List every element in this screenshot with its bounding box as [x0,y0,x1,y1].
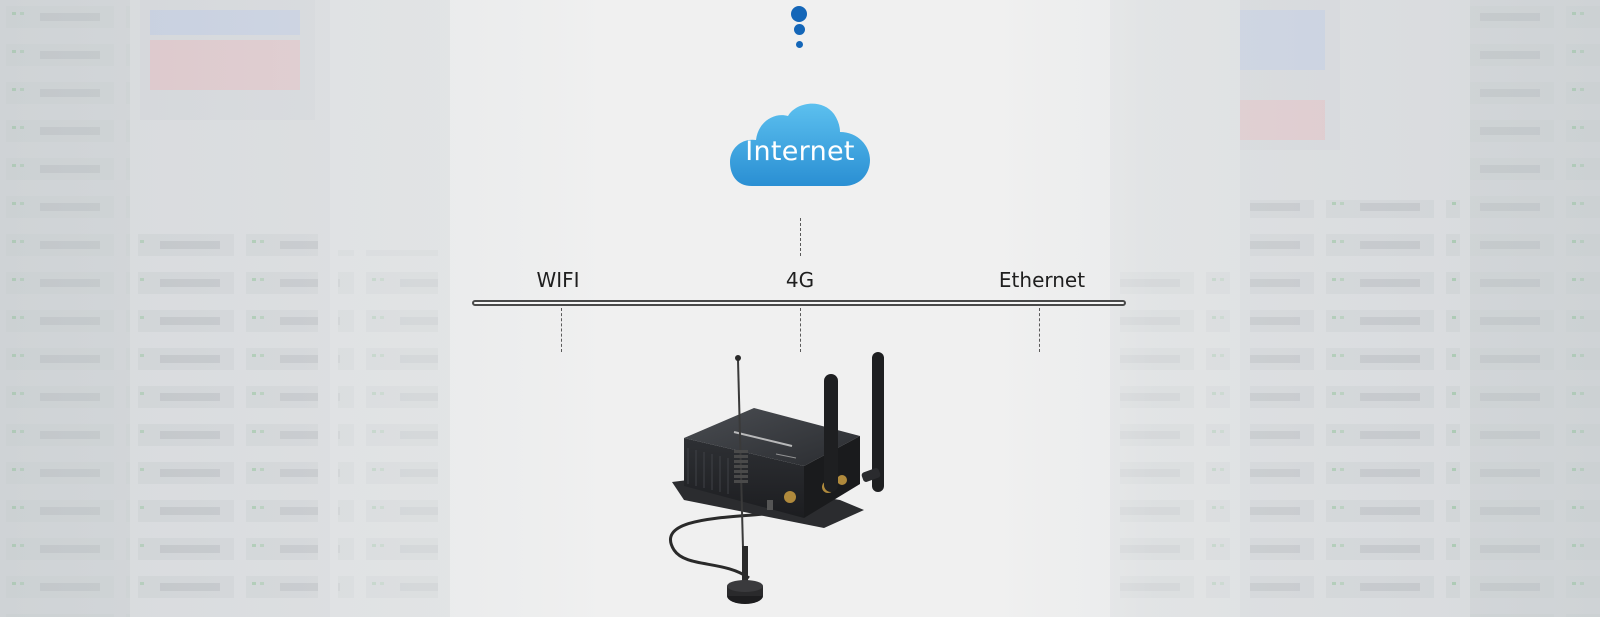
internet-cloud: Internet [730,100,870,188]
top-dot-small [796,41,803,48]
network-bus-line [472,300,1126,306]
cloud-label: Internet [745,136,855,167]
wifi-drop-line [561,308,562,352]
ethernet-drop-line [1039,308,1040,352]
4g-drop-line [800,308,801,352]
cloud-icon [730,103,870,186]
router-device-image [669,352,884,604]
top-dot-medium [794,24,805,35]
top-dot-large [791,6,807,22]
cloud-connector-line [800,218,801,256]
wifi-label: WIFI [536,268,580,292]
ethernet-label: Ethernet [998,268,1086,292]
4g-label: 4G [785,268,815,292]
